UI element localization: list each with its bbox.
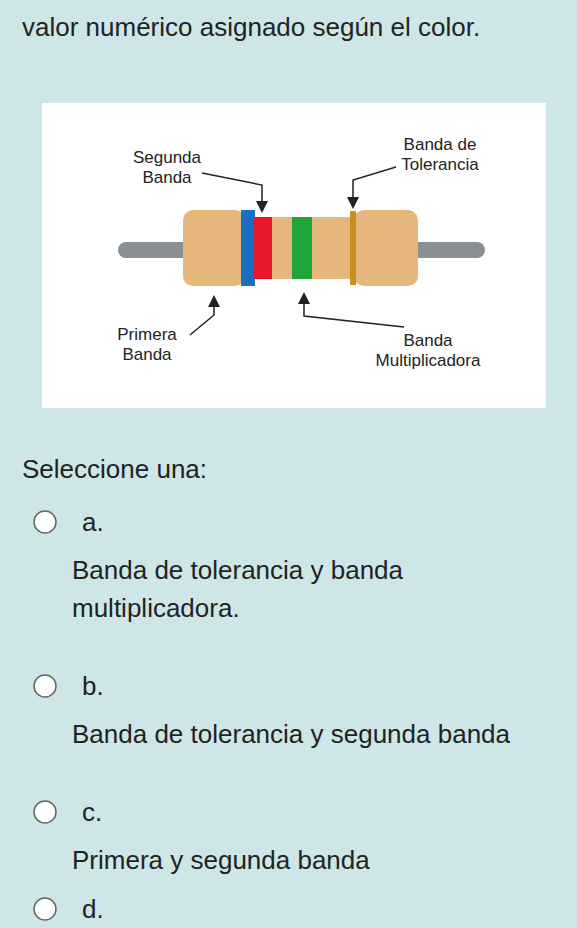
band-label: Banda Multiplicadora bbox=[353, 331, 503, 371]
band-label: Primera Banda bbox=[102, 325, 192, 365]
option-letter: a. bbox=[82, 503, 104, 541]
radio-button bbox=[32, 509, 58, 535]
option-letter: b. bbox=[82, 667, 104, 705]
band-label: Banda de Tolerancia bbox=[390, 135, 490, 175]
radio-button bbox=[32, 799, 58, 825]
band-label: Segunda Banda bbox=[127, 148, 207, 188]
image-panel: Segunda Banda Banda de ToleranciaPrimera … bbox=[42, 103, 546, 408]
radio-button bbox=[32, 673, 58, 699]
prompt-text: Seleccione una: bbox=[22, 450, 542, 488]
option-text: Primera y segunda banda bbox=[72, 841, 562, 879]
option-text: Banda de tolerancia y segunda banda bbox=[72, 715, 562, 753]
question-text: valor numérico asignado según el color. bbox=[22, 8, 562, 46]
option-text: Banda de tolerancia y banda multiplicado… bbox=[72, 551, 562, 627]
radio-button bbox=[32, 896, 58, 922]
option-letter: d. bbox=[82, 890, 104, 928]
option-letter: c. bbox=[82, 793, 102, 831]
